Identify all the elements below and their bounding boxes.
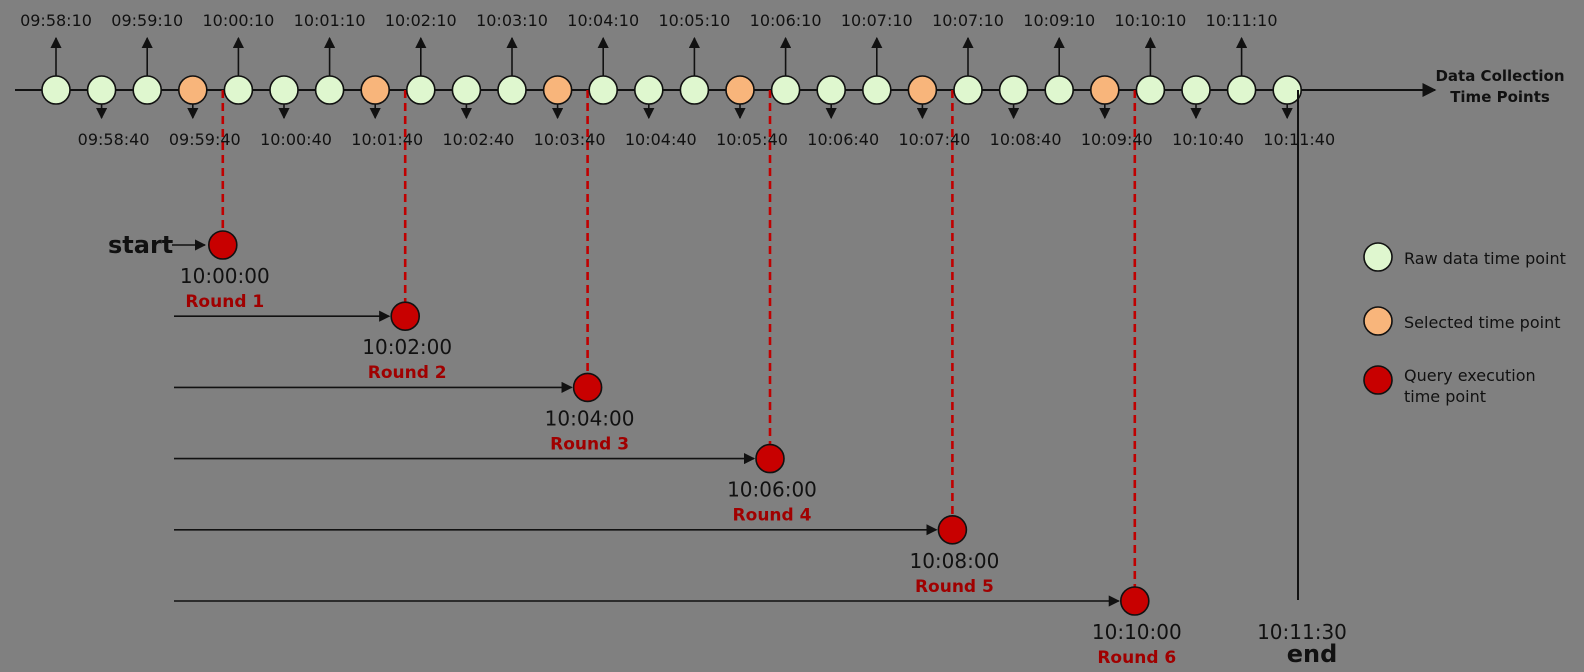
raw-time-point (998, 75, 1029, 105)
selected-time-point (360, 75, 391, 105)
raw-time-point (405, 75, 436, 105)
legend: Raw data time point Selected time point … (1363, 242, 1566, 406)
bottom-time-label: 10:11:40 (1263, 130, 1335, 149)
legend-raw-swatch (1363, 242, 1393, 272)
query-execution-point (572, 372, 603, 403)
query-time-label: 10:08:00 (909, 549, 999, 573)
raw-time-point (314, 75, 345, 105)
top-time-label: 09:58:10 (20, 11, 92, 30)
top-time-label: 09:59:10 (111, 11, 183, 30)
bottom-time-label: 09:59:40 (169, 130, 241, 149)
bottom-time-label: 10:10:40 (1172, 130, 1244, 149)
query-time-label: 10:10:00 (1092, 620, 1182, 644)
data-time-points: 09:58:10 09:58:40 09:59:10 09:59:40 10:00:10… (20, 11, 1335, 149)
legend-query-text-line2: time point (1404, 387, 1486, 406)
legend-selected-swatch (1363, 306, 1393, 336)
legend-query-swatch (1363, 365, 1393, 395)
raw-time-point (132, 75, 162, 105)
raw-time-point (861, 75, 892, 105)
selected-time-point (542, 75, 573, 105)
raw-time-point (223, 75, 254, 105)
round-label: Round 6 (1097, 648, 1176, 668)
raw-time-point (1135, 75, 1166, 105)
top-time-label: 10:09:10 (1023, 11, 1095, 30)
legend-selected-text: Selected time point (1404, 313, 1560, 332)
top-time-label: 10:07:10 (841, 11, 913, 30)
raw-time-point (816, 75, 847, 105)
bottom-time-label: 09:58:40 (78, 130, 150, 149)
top-time-label: 10:01:10 (294, 11, 366, 30)
raw-time-point (86, 75, 117, 105)
selected-time-point (178, 75, 208, 105)
bottom-time-label: 10:00:40 (260, 130, 332, 149)
top-time-label: 10:07:10 (932, 11, 1004, 30)
bottom-time-label: 10:02:40 (442, 130, 514, 149)
top-time-label: 10:04:10 (567, 11, 639, 30)
query-execution-point (208, 230, 238, 260)
top-time-label: 10:02:10 (385, 11, 457, 30)
query-execution-point (755, 443, 785, 474)
round-label: Round 5 (915, 577, 994, 597)
bottom-time-label: 10:09:40 (1081, 130, 1153, 149)
selected-time-point (907, 75, 938, 105)
round-label: Round 2 (368, 363, 447, 383)
bottom-time-label: 10:06:40 (807, 130, 879, 149)
bottom-time-label: 10:04:40 (625, 130, 697, 149)
bottom-time-label: 10:01:40 (351, 130, 423, 149)
raw-time-point (633, 75, 664, 105)
query-time-label: 10:06:00 (727, 478, 817, 502)
raw-time-point (451, 75, 482, 105)
raw-time-point (41, 75, 71, 105)
end-label: end (1287, 640, 1338, 668)
legend-query-text-line1: Query execution (1404, 366, 1536, 385)
top-time-label: 10:06:10 (750, 11, 822, 30)
round-label: Round 3 (550, 434, 629, 454)
top-time-label: 10:00:10 (202, 11, 274, 30)
query-execution-point (937, 514, 968, 545)
raw-time-point (588, 75, 619, 105)
raw-time-point (770, 75, 801, 105)
round-label: Round 4 (733, 506, 812, 526)
query-time-label: 10:00:00 (180, 264, 270, 288)
raw-time-point (679, 75, 710, 105)
query-execution-point (390, 301, 421, 332)
dashed-connectors (221, 90, 1137, 587)
top-time-label: 10:03:10 (476, 11, 548, 30)
top-time-label: 10:05:10 (658, 11, 730, 30)
raw-time-point (1226, 75, 1257, 105)
bottom-time-label: 10:03:40 (534, 130, 606, 149)
top-time-label: 10:11:10 (1206, 11, 1278, 30)
query-execution-point (1120, 586, 1150, 616)
query-time-label: 10:04:00 (545, 406, 635, 430)
end-time-label: 10:11:30 (1257, 620, 1347, 644)
top-time-label: 10:10:10 (1114, 11, 1186, 30)
raw-time-point (1272, 75, 1302, 105)
raw-time-point (497, 75, 527, 105)
raw-time-point (269, 75, 299, 105)
raw-time-point (1181, 75, 1211, 105)
axis-label-line1: Data Collection (1435, 67, 1564, 85)
bottom-time-label: 10:08:40 (990, 130, 1062, 149)
axis-label-line2: Time Points (1450, 88, 1550, 106)
bottom-time-label: 10:07:40 (898, 130, 970, 149)
query-time-label: 10:02:00 (362, 335, 452, 359)
selected-time-point (1090, 75, 1120, 105)
raw-time-point (953, 75, 983, 105)
legend-raw-text: Raw data time point (1404, 249, 1566, 268)
start-label: start (108, 231, 173, 259)
round-label: Round 1 (185, 292, 264, 312)
selected-time-point (725, 75, 755, 105)
bottom-time-label: 10:05:40 (716, 130, 788, 149)
raw-time-point (1044, 75, 1074, 105)
